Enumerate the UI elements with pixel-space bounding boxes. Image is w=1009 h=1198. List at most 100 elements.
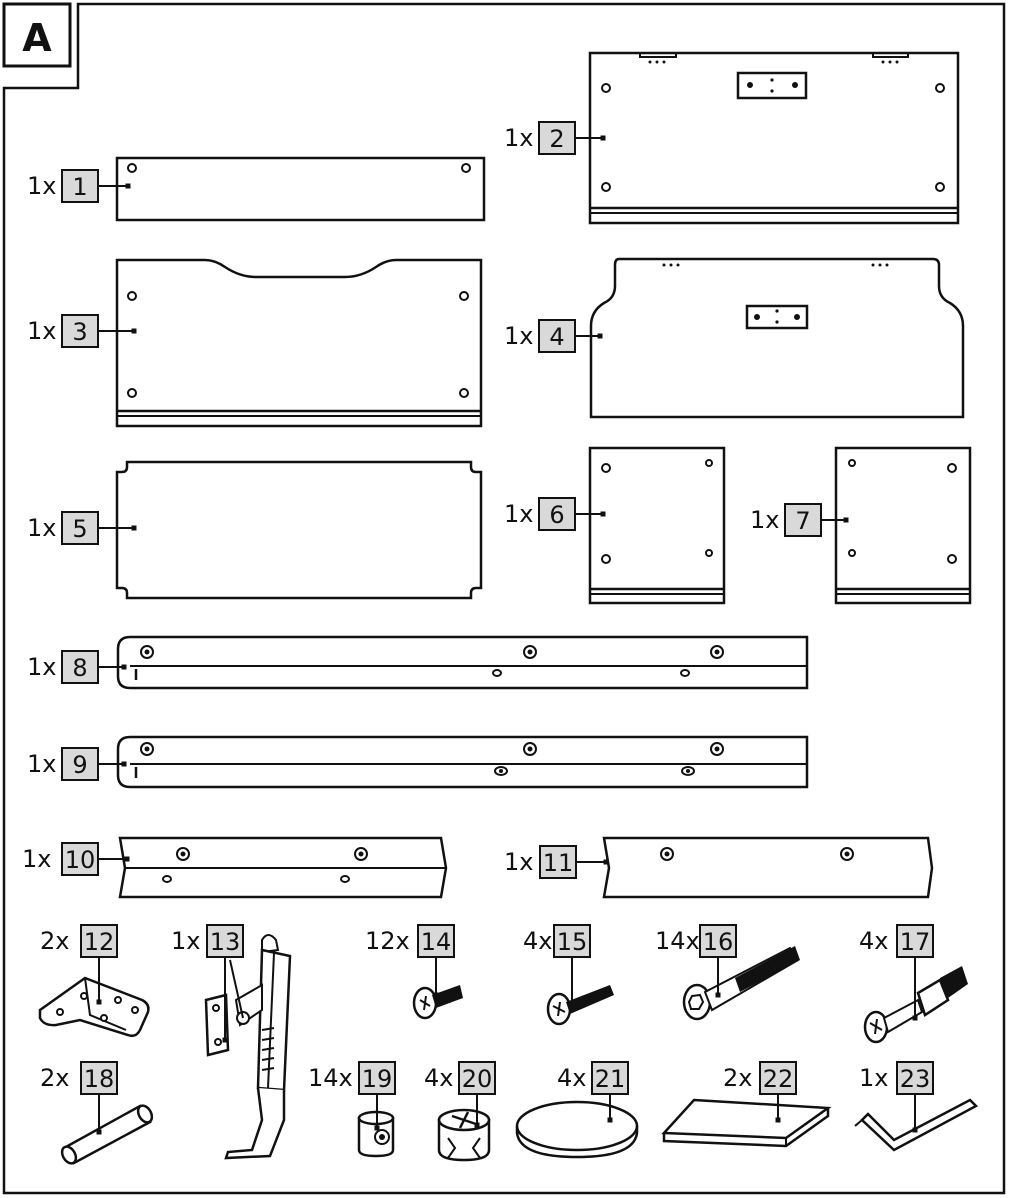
part-qty: 1x xyxy=(859,1064,888,1092)
leader-endpoint xyxy=(222,1037,228,1043)
part-qty: 1x xyxy=(27,750,56,778)
part-number: 6 xyxy=(549,501,564,529)
part-qty: 14x xyxy=(308,1064,353,1092)
part-1-drawing xyxy=(115,156,486,222)
part-9-drawing xyxy=(116,735,809,789)
part-qty: 2x xyxy=(40,927,69,955)
part-13-drawing xyxy=(204,934,292,1160)
part-number: 7 xyxy=(795,507,810,535)
part-qty: 1x xyxy=(27,172,56,200)
part-2-drawing xyxy=(588,51,960,225)
part-qty: 1x xyxy=(504,848,533,876)
part-qty: 1x xyxy=(27,514,56,542)
part-number: 1 xyxy=(72,173,87,201)
leader-endpoint xyxy=(96,999,102,1005)
leader-endpoint xyxy=(603,859,609,865)
section-box xyxy=(2,2,72,68)
leader-endpoint xyxy=(121,664,127,670)
part-7-drawing xyxy=(834,446,972,605)
part-number: 3 xyxy=(72,318,87,346)
leader-endpoint xyxy=(715,992,721,998)
part-label-7: 1x 7 xyxy=(750,503,849,537)
leader-endpoint xyxy=(131,525,137,531)
leader-endpoint xyxy=(96,1129,102,1135)
leader-endpoint xyxy=(607,1117,613,1123)
part-qty: 1x xyxy=(750,506,779,534)
part-number: 21 xyxy=(595,1065,626,1093)
part-number-box xyxy=(591,1061,629,1095)
part-label-23: 1x 23 xyxy=(859,1061,934,1133)
part-qty: 1x xyxy=(171,927,200,955)
leader-endpoint xyxy=(124,856,130,862)
part-number-box xyxy=(553,924,591,958)
part-number: 9 xyxy=(72,751,87,779)
part-qty: 2x xyxy=(723,1064,752,1092)
part-label-20: 4x 20 xyxy=(424,1061,496,1128)
part-number: 16 xyxy=(703,928,734,956)
part-qty: 4x xyxy=(557,1064,586,1092)
leader-endpoint xyxy=(121,761,127,767)
part-8-drawing xyxy=(116,635,809,690)
part-number-box xyxy=(417,924,455,958)
part-4-drawing xyxy=(589,257,965,419)
part-number: 20 xyxy=(462,1065,493,1093)
part-label-6: 1x 6 xyxy=(504,497,606,531)
part-15-drawing xyxy=(546,985,614,1026)
part-number: 4 xyxy=(549,323,564,351)
part-qty: 1x xyxy=(22,845,51,873)
part-qty: 4x xyxy=(424,1064,453,1092)
part-number: 14 xyxy=(421,928,452,956)
part-5-drawing xyxy=(115,460,483,600)
part-qty: 1x xyxy=(504,322,533,350)
part-11-drawing xyxy=(602,836,934,899)
part-18-drawing xyxy=(60,1104,154,1165)
part-10-drawing xyxy=(118,836,448,899)
leader-endpoint xyxy=(569,1000,575,1006)
part-23-drawing xyxy=(854,1098,979,1152)
part-number-box xyxy=(61,650,99,684)
leader-endpoint xyxy=(597,333,603,339)
part-number-box xyxy=(80,924,118,958)
leader-endpoint xyxy=(131,328,137,334)
leader-endpoint xyxy=(374,1125,380,1131)
part-label-12: 2x 12 xyxy=(40,924,118,1005)
part-label-9: 1x 9 xyxy=(27,747,127,781)
part-number: 8 xyxy=(72,654,87,682)
part-qty: 1x xyxy=(504,124,533,152)
part-number: 17 xyxy=(900,928,931,956)
leader-endpoint xyxy=(600,135,606,141)
part-label-21: 4x 21 xyxy=(557,1061,629,1123)
part-qty: 4x xyxy=(859,927,888,955)
part-number: 15 xyxy=(557,928,588,956)
part-16-drawing xyxy=(682,946,800,1021)
part-14-drawing xyxy=(412,985,463,1020)
leader-endpoint xyxy=(125,183,131,189)
part-number: 11 xyxy=(543,849,574,877)
leader-endpoint xyxy=(912,1127,918,1133)
part-number: 23 xyxy=(900,1065,931,1093)
part-number: 10 xyxy=(65,846,96,874)
part-number: 19 xyxy=(362,1065,393,1093)
leader-endpoint xyxy=(600,511,606,517)
part-label-10: 1x 10 xyxy=(22,842,130,876)
part-number-box xyxy=(699,924,737,958)
section-label: A xyxy=(22,16,52,60)
part-number-box xyxy=(80,1061,118,1095)
part-label-18: 2x 18 xyxy=(40,1061,118,1135)
part-qty: 1x xyxy=(504,500,533,528)
part-number-box xyxy=(458,1061,496,1095)
part-number: 18 xyxy=(84,1065,115,1093)
part-number: 12 xyxy=(84,928,115,956)
part-label-17: 4x 17 xyxy=(859,924,934,1021)
part-20-drawing xyxy=(437,1108,491,1162)
leader-endpoint xyxy=(433,992,439,998)
part-qty: 2x xyxy=(40,1064,69,1092)
